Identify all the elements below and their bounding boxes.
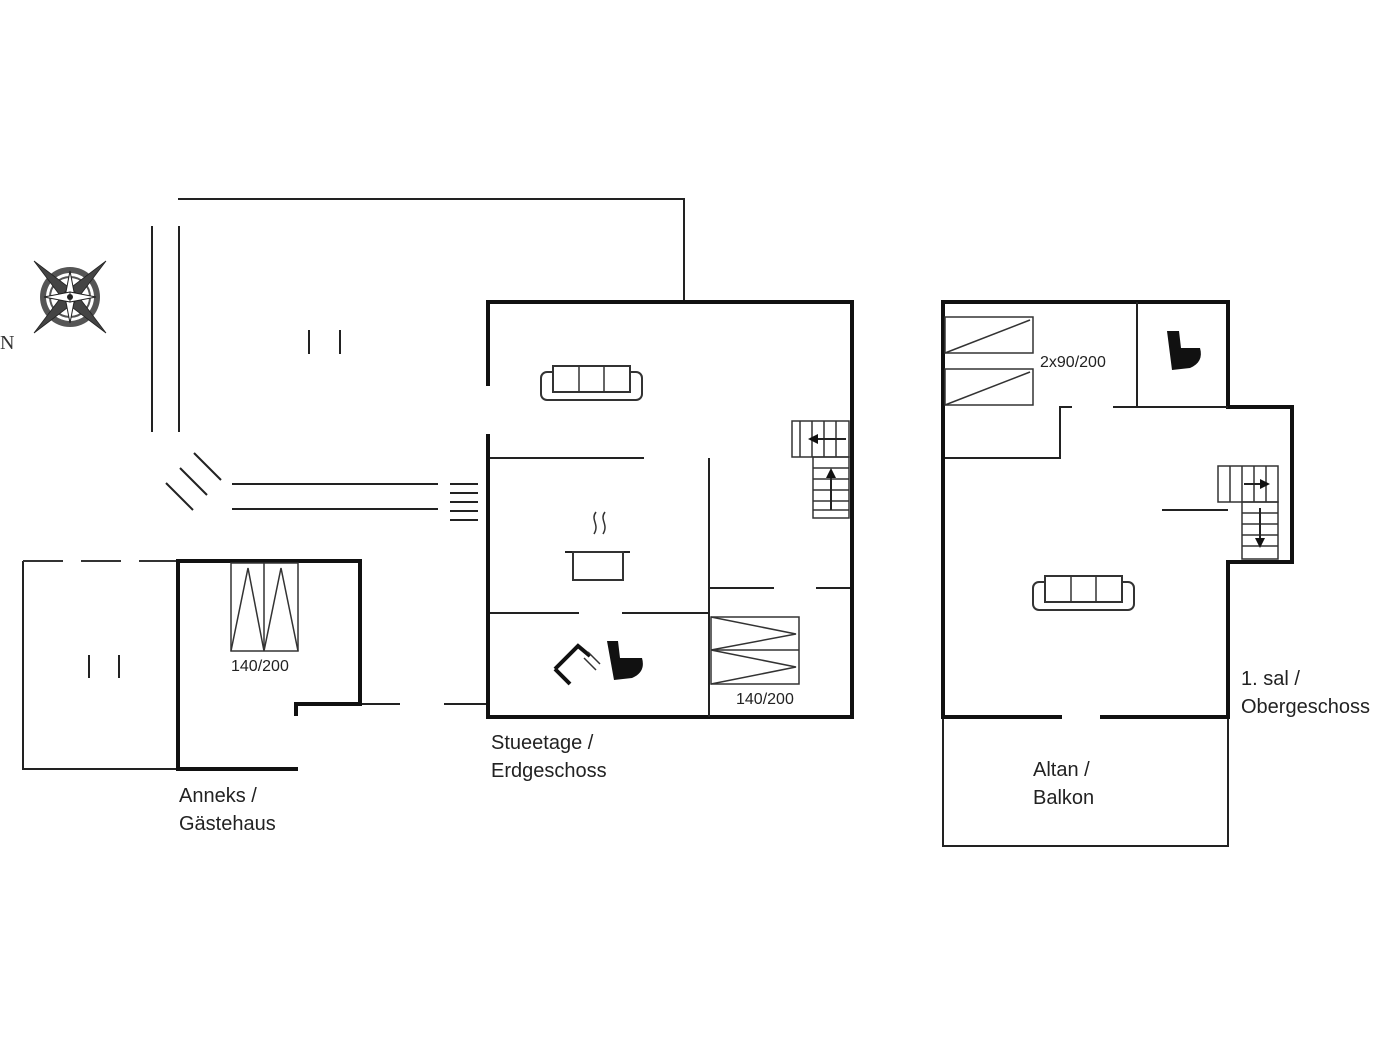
bed-icon: [230, 562, 299, 652]
toilet-icon: [607, 641, 643, 680]
bed-icon: [710, 616, 800, 685]
upper-bed-size: 2x90/200: [1040, 354, 1106, 371]
ground-floor-label-line1: Stueetage /: [491, 732, 594, 754]
upper-floor-label-line1: 1. sal /: [1241, 668, 1300, 690]
annex-label-line2: Gästehaus: [179, 813, 276, 835]
annex-bed-size: 140/200: [231, 658, 289, 675]
annex-label-line1: Anneks /: [179, 785, 257, 807]
balcony-label-line2: Balkon: [1033, 787, 1094, 809]
bed-icon: [944, 316, 1034, 406]
upper-floor-label-line2: Obergeschoss: [1241, 696, 1370, 718]
stairs-icon: [1217, 465, 1279, 560]
stairs-icon: [791, 420, 850, 519]
annex-building: [22, 559, 488, 771]
sofa-icon: [540, 365, 643, 401]
ground-bed-size: 140/200: [736, 691, 794, 708]
ground-floor: [486, 300, 854, 719]
sofa-icon: [1032, 575, 1135, 611]
upper-floor: [941, 300, 1294, 719]
compass-rose-icon: [33, 260, 107, 334]
balcony-label-line1: Altan /: [1033, 759, 1090, 781]
toilet-icon: [1167, 331, 1201, 370]
cooking-pot-icon: [565, 511, 630, 581]
north-label: N: [0, 332, 14, 354]
shower-icon: [553, 643, 601, 686]
entrance-steps: [450, 483, 478, 521]
ground-floor-label-line2: Erdgeschoss: [491, 760, 607, 782]
outdoor-terrace: [151, 198, 685, 521]
balcony: [942, 719, 1229, 847]
